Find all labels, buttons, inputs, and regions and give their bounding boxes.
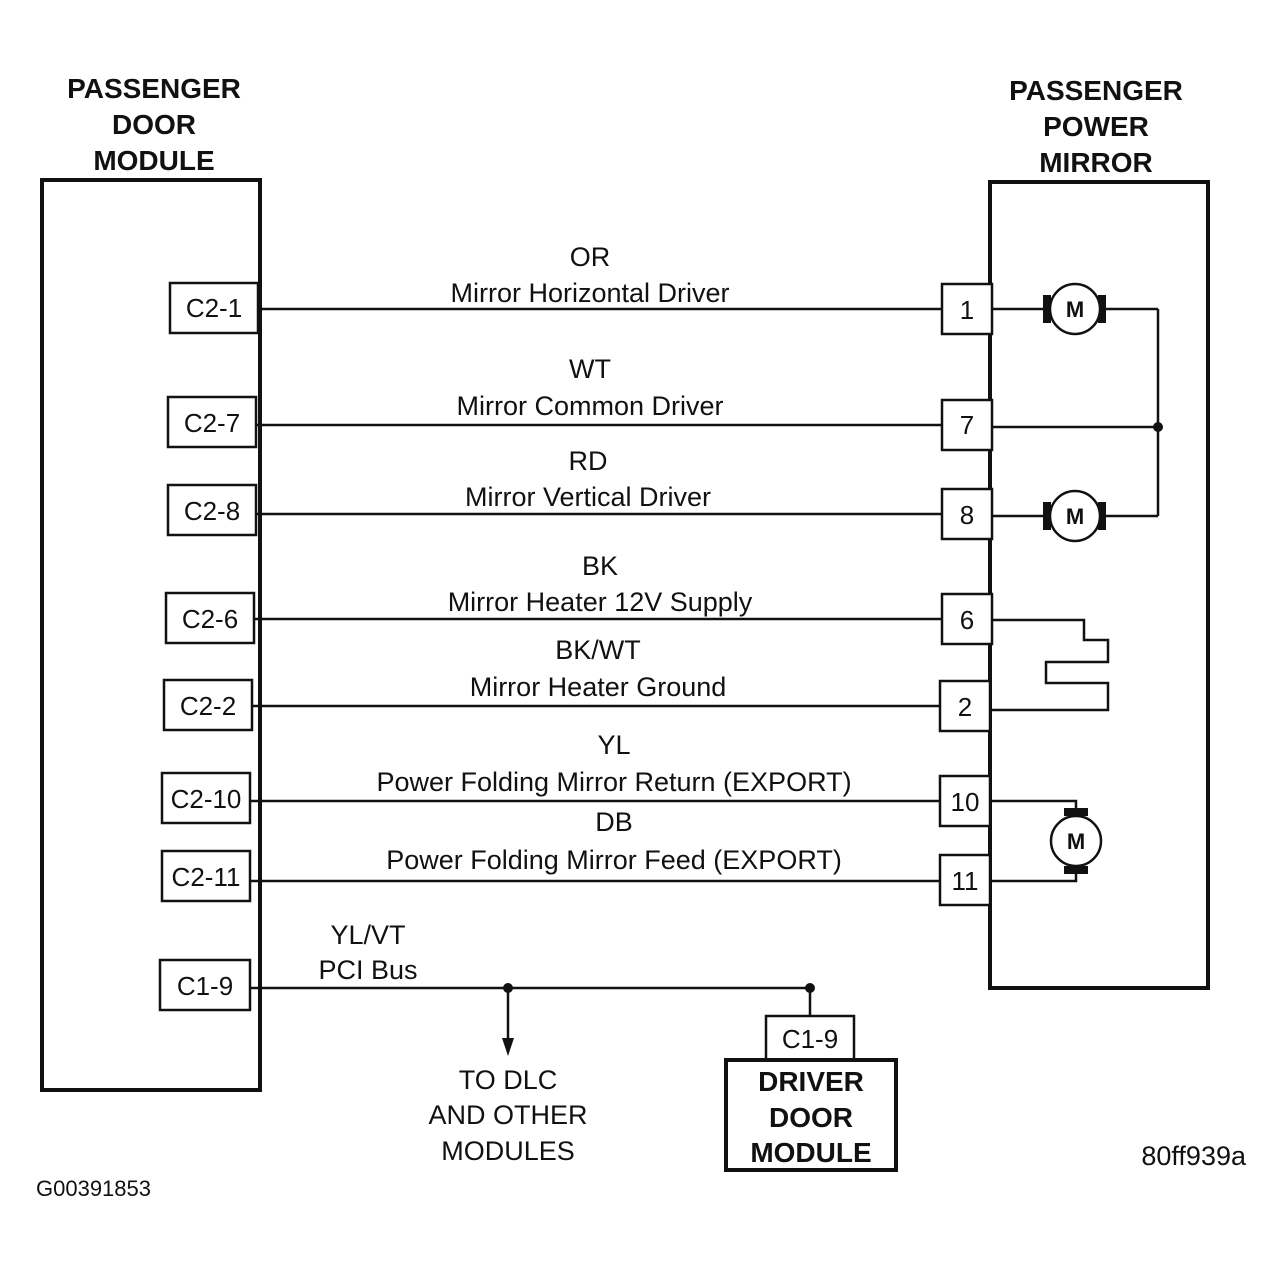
passenger-door-module: PASSENGER DOOR MODULE xyxy=(40,73,262,1092)
right-pin-label: 7 xyxy=(960,410,974,440)
motor-label: M xyxy=(1067,829,1085,854)
wire-5-color: BK/WT xyxy=(555,635,641,665)
left-pin-label: C2-11 xyxy=(172,862,241,892)
right-module-title-line-1: PASSENGER xyxy=(1009,75,1183,106)
left-pin-label: C2-7 xyxy=(184,408,240,438)
motor-horizontal: M xyxy=(1043,282,1106,336)
right-pin-box xyxy=(940,398,994,452)
heater-element xyxy=(992,618,1110,712)
right-module-title-line-3: MIRROR xyxy=(1039,147,1153,178)
left-pin-box xyxy=(168,281,260,335)
wire-6: YL Power Folding Mirror Return (EXPORT) xyxy=(250,730,940,803)
driver-module-title-line-3: MODULE xyxy=(750,1137,871,1168)
junction-dot xyxy=(1153,422,1163,432)
left-pin-label: C2-1 xyxy=(186,293,242,323)
passenger-power-mirror: PASSENGER POWER MIRROR xyxy=(988,75,1210,990)
wire-7: DB Power Folding Mirror Feed (EXPORT) xyxy=(250,807,940,883)
left-pin-box xyxy=(164,591,256,645)
wire-5: BK/WT Mirror Heater Ground xyxy=(252,635,940,708)
driver-connector-box xyxy=(764,1014,856,1062)
right-pin-label: 11 xyxy=(952,866,979,896)
dlc-label-line-2: AND OTHER xyxy=(428,1100,587,1130)
left-pin-label: C2-8 xyxy=(184,496,240,526)
right-pin-label: 6 xyxy=(960,605,974,635)
left-module-title-line-2: DOOR xyxy=(112,109,196,140)
image-code: G00391853 xyxy=(36,1176,151,1201)
right-module-title-line-2: POWER xyxy=(1043,111,1149,142)
wire-1: OR Mirror Horizontal Driver xyxy=(258,242,942,311)
motor-vertical: M xyxy=(1043,489,1106,543)
motor-label: M xyxy=(1066,504,1084,529)
left-connectors: C2-1 C2-7 C2-8 C2-6 C2-2 C2-10 C2-11 C1-… xyxy=(158,281,260,1012)
driver-module-title-line-2: DOOR xyxy=(769,1102,853,1133)
right-connectors: 1 7 8 6 2 10 11 xyxy=(938,282,994,907)
pci-bus-color: YL/VT xyxy=(330,920,405,950)
left-pin-box xyxy=(160,849,252,903)
wire-4-desc: Mirror Heater 12V Supply xyxy=(448,587,753,617)
left-pin-label: C1-9 xyxy=(177,971,233,1001)
motor-folding: M xyxy=(1049,808,1103,874)
right-pin-box xyxy=(938,853,992,907)
wire-2-desc: Mirror Common Driver xyxy=(456,391,723,421)
driver-connector-label: C1-9 xyxy=(782,1024,838,1054)
wire-4-color: BK xyxy=(582,551,618,581)
pci-bus-desc: PCI Bus xyxy=(318,955,417,985)
right-pin-box xyxy=(938,774,992,828)
wire-6-desc: Power Folding Mirror Return (EXPORT) xyxy=(376,767,851,797)
wire-3-desc: Mirror Vertical Driver xyxy=(465,482,711,512)
wire-2-color: WT xyxy=(569,354,611,384)
wire-3-color: RD xyxy=(569,446,608,476)
dlc-label-line-3: MODULES xyxy=(441,1136,575,1166)
figure-code: 80ff939a xyxy=(1141,1141,1247,1171)
wire-1-desc: Mirror Horizontal Driver xyxy=(450,278,729,308)
right-pin-label: 2 xyxy=(958,692,972,722)
left-pin-label: C2-10 xyxy=(171,784,242,814)
wire-7-desc: Power Folding Mirror Feed (EXPORT) xyxy=(386,845,842,875)
arrow-down-icon xyxy=(502,1038,514,1056)
right-pin-label: 10 xyxy=(951,787,980,817)
right-pin-box xyxy=(940,487,994,541)
left-pin-box xyxy=(166,483,258,537)
right-pin-box xyxy=(940,282,994,336)
driver-module-frame xyxy=(724,1058,898,1172)
left-module-title-line-1: PASSENGER xyxy=(67,73,241,104)
motor-label: M xyxy=(1066,297,1084,322)
driver-module-title-line-1: DRIVER xyxy=(758,1066,864,1097)
wire-7-color: DB xyxy=(595,807,633,837)
right-pin-box xyxy=(940,592,994,646)
left-module-title-line-3: MODULE xyxy=(93,145,214,176)
left-pin-label: C2-2 xyxy=(180,691,236,721)
right-pin-box xyxy=(938,679,992,733)
left-pin-box xyxy=(162,678,254,732)
wire-1-color: OR xyxy=(570,242,611,272)
left-pin-box xyxy=(158,958,252,1012)
pci-bus: YL/VT PCI Bus xyxy=(250,920,815,1056)
right-pin-label: 1 xyxy=(960,295,974,325)
wire-6-color: YL xyxy=(597,730,630,760)
wire-5-desc: Mirror Heater Ground xyxy=(470,672,727,702)
left-pin-box xyxy=(160,771,252,825)
wire-3: RD Mirror Vertical Driver xyxy=(256,446,942,516)
left-pin-box xyxy=(166,395,258,449)
driver-door-module: C1-9 DRIVER DOOR MODULE xyxy=(724,1014,898,1172)
dlc-label: TO DLC AND OTHER MODULES xyxy=(428,1065,587,1166)
wire-4: BK Mirror Heater 12V Supply xyxy=(254,551,942,621)
left-pin-label: C2-6 xyxy=(182,604,238,634)
dlc-label-line-1: TO DLC xyxy=(459,1065,558,1095)
wire-2: WT Mirror Common Driver xyxy=(256,354,942,427)
right-pin-label: 8 xyxy=(960,500,974,530)
